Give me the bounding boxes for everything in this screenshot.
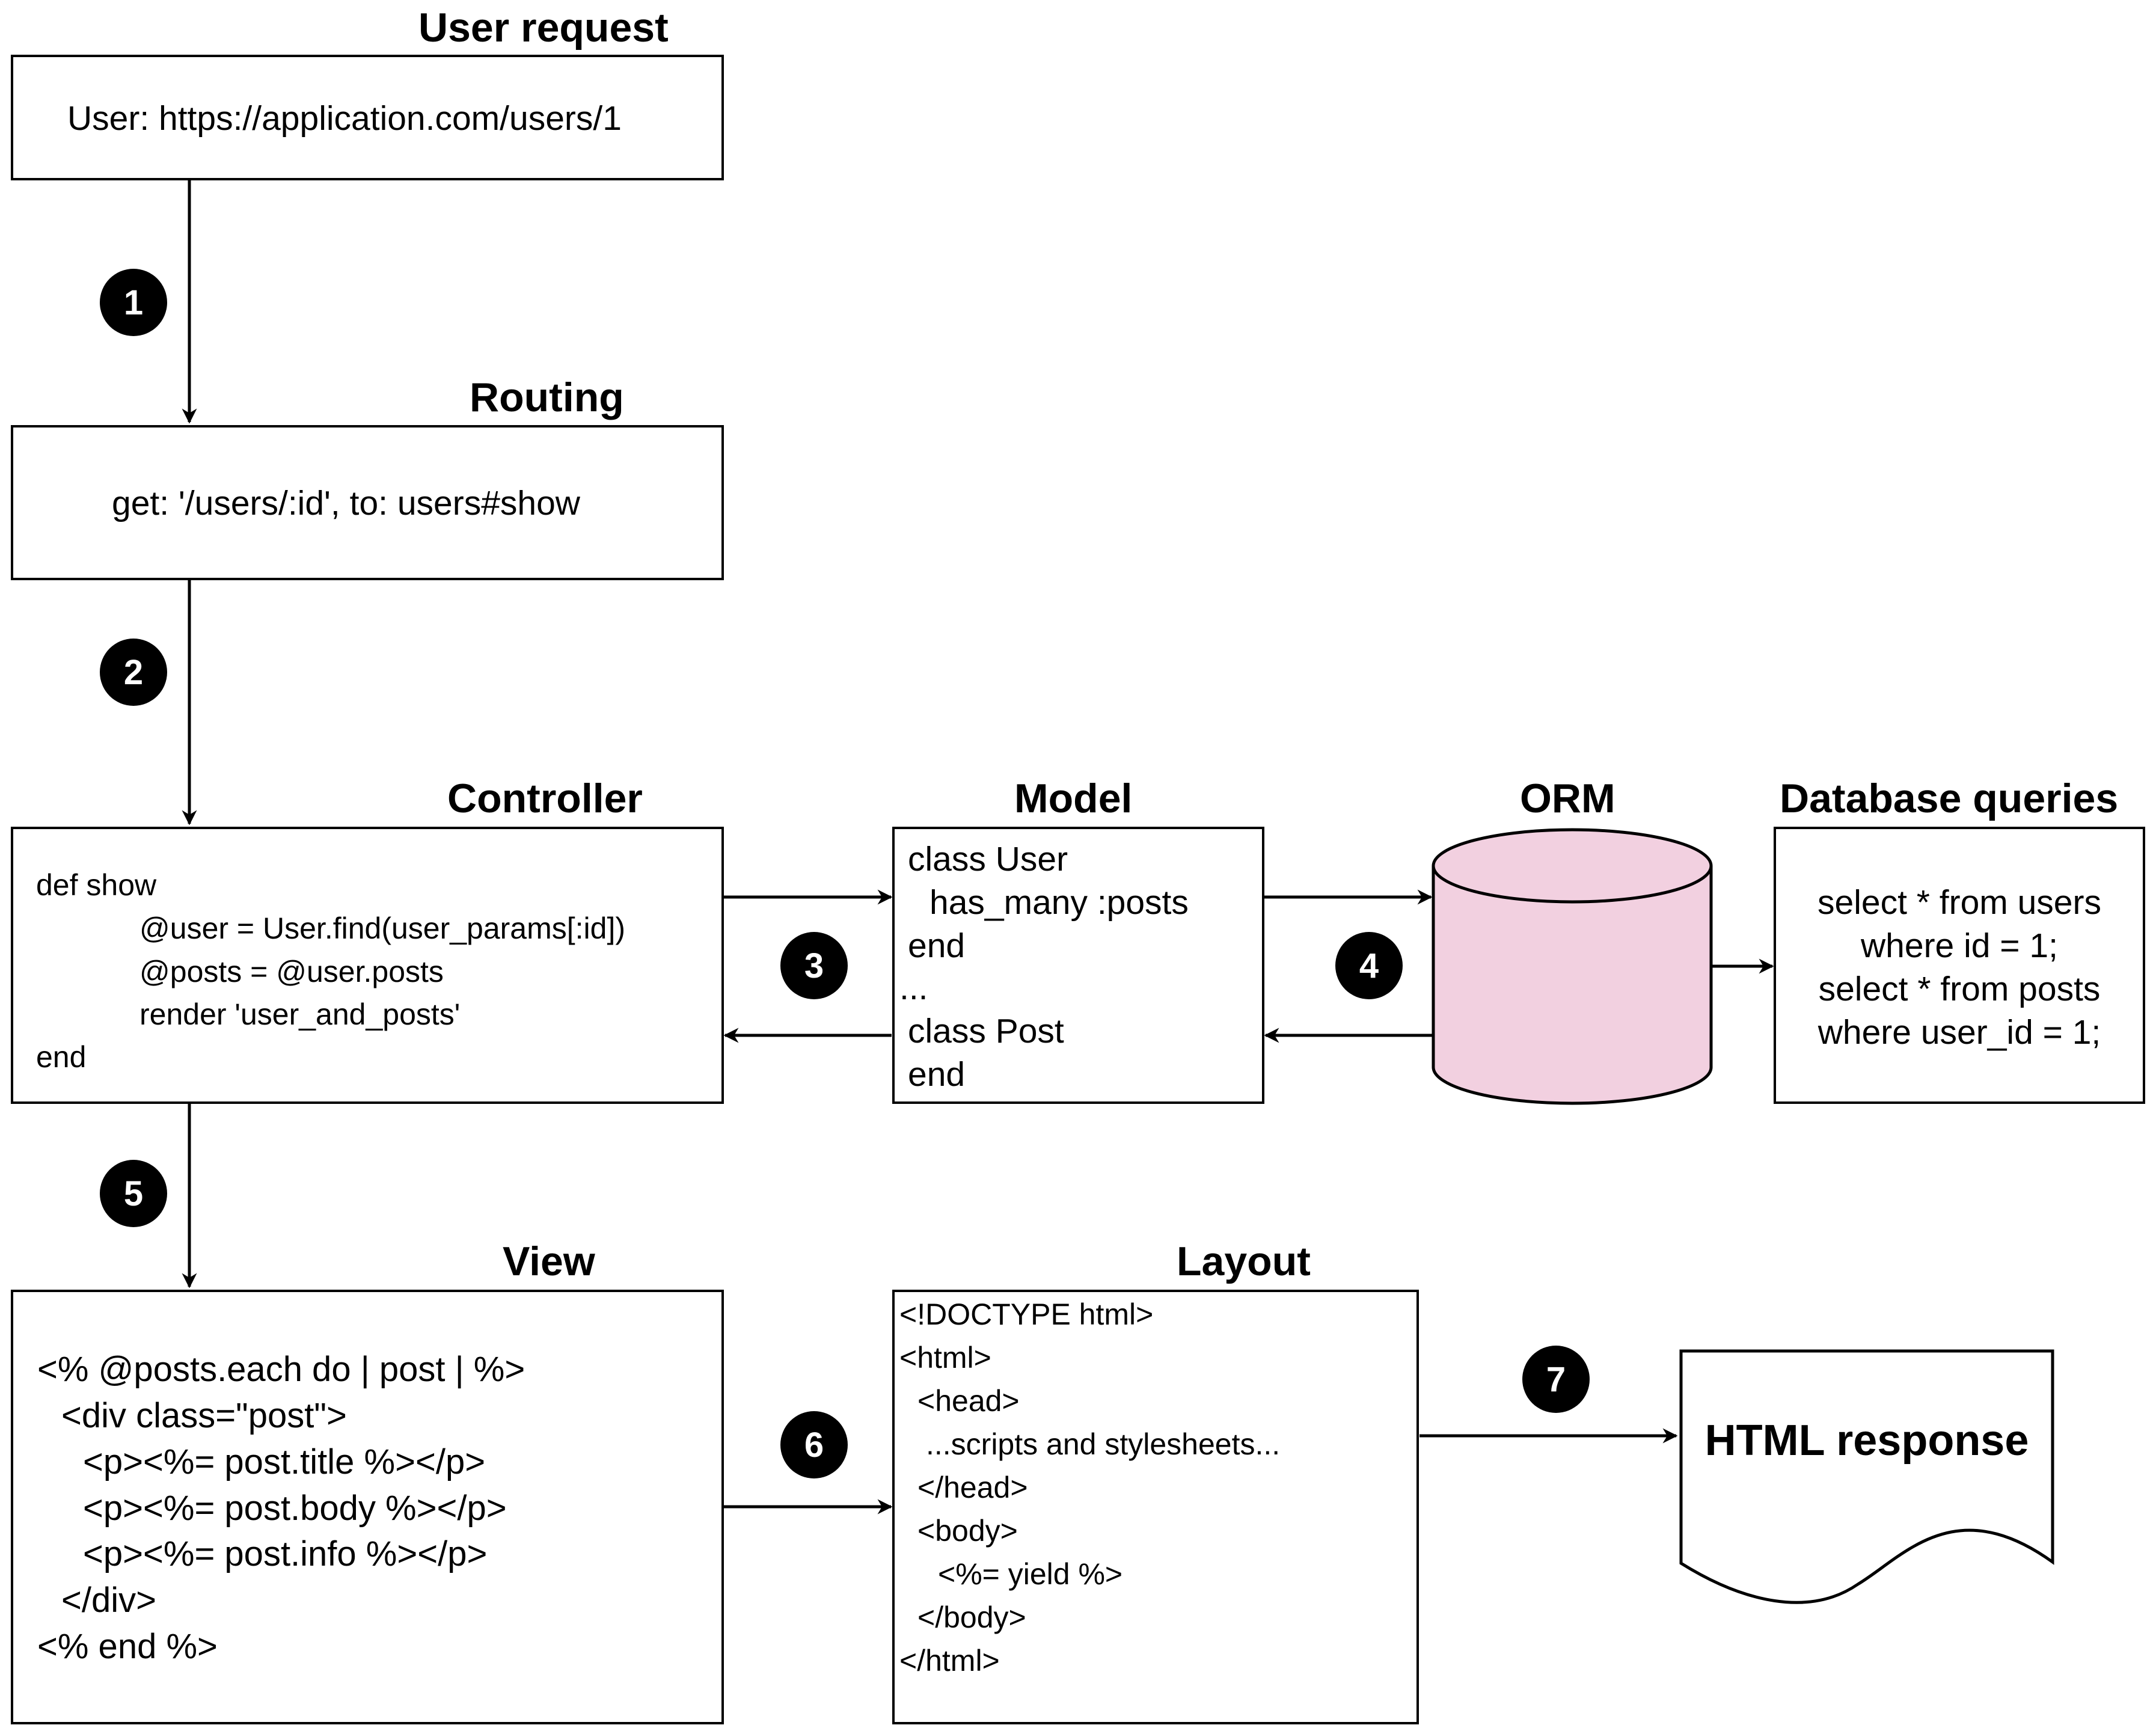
view-template-line: <p><%= post.body %></p> [83,1489,507,1528]
title-model: Model [1014,776,1133,821]
step-badge-2: 2 [100,639,167,706]
view-template-line: <% @posts.each do | post | %> [37,1350,525,1389]
controller-code-line: end [36,1040,87,1074]
controller-box: def show @user = User.find(user_params[:… [11,827,724,1104]
step-badge-5: 5 [100,1160,167,1227]
html-response-label: HTML response [1704,1417,2029,1465]
step-badge-7: 7 [1522,1346,1590,1413]
layout-box: <!DOCTYPE html> <html> <head> ...scripts… [892,1290,1419,1724]
sql-query-line: select * from posts [1818,970,2101,1008]
step-badge-6: 6 [780,1411,848,1478]
controller-code-line: render 'user_and_posts' [139,997,461,1031]
database-queries-box: select * from users where id = 1; select… [1774,827,2145,1104]
model-code-line: has_many :posts [929,883,1189,922]
view-template-line: <% end %> [37,1627,218,1666]
title-database-queries: Database queries [1780,776,2119,821]
layout-template-line: </html> [899,1644,1000,1677]
layout-template-line: <html> [899,1341,991,1374]
layout-template-line: ...scripts and stylesheets... [926,1427,1281,1461]
step-badge-1: 1 [100,269,167,336]
view-template-line: <p><%= post.info %></p> [83,1534,488,1573]
title-controller: Controller [447,776,643,821]
title-routing: Routing [470,375,624,420]
title-layout: Layout [1177,1239,1311,1284]
sql-query-line: where user_id = 1; [1818,1013,2101,1052]
model-box: class User has_many :posts end ... class… [892,827,1264,1104]
view-template-line: <p><%= post.title %></p> [83,1442,486,1481]
title-view: View [503,1239,595,1284]
title-user-request: User request [418,5,669,51]
routing-box: get: '/users/:id', to: users#show [11,425,724,580]
route-definition: get: '/users/:id', to: users#show [112,484,580,522]
sql-query-line: select * from users [1818,883,2101,922]
controller-code-line: @user = User.find(user_params[:id]) [139,911,626,945]
step-badge-3: 3 [780,932,848,999]
controller-code-line: @posts = @user.posts [139,955,444,988]
model-code-line: ... [899,969,928,1007]
sql-query-line: where id = 1; [1861,927,2058,965]
layout-template-line: </body> [917,1601,1026,1634]
layout-template-line: <!DOCTYPE html> [899,1297,1154,1331]
model-code-line: class Post [908,1012,1064,1050]
title-orm: ORM [1520,776,1615,821]
orm-cylinder [1432,828,1713,1105]
view-box: <% @posts.each do | post | %> <div class… [11,1290,724,1724]
controller-code-line: def show [36,868,157,902]
layout-template-line: <%= yield %> [938,1557,1123,1591]
html-response-document-shape [1679,1349,2054,1604]
model-code-line: end [908,927,966,965]
view-template-line: <div class="post"> [61,1396,347,1435]
model-code-line: class User [908,840,1068,878]
layout-template-line: <head> [917,1384,1020,1418]
user-request-box: User: https://application.com/users/1 [11,55,724,180]
view-template-line: </div> [61,1581,156,1620]
model-code-line: end [908,1055,966,1094]
step-badge-4: 4 [1335,932,1403,999]
user-request-url: User: https://application.com/users/1 [67,99,622,138]
layout-template-line: <body> [917,1514,1018,1548]
layout-template-line: </head> [917,1471,1028,1504]
